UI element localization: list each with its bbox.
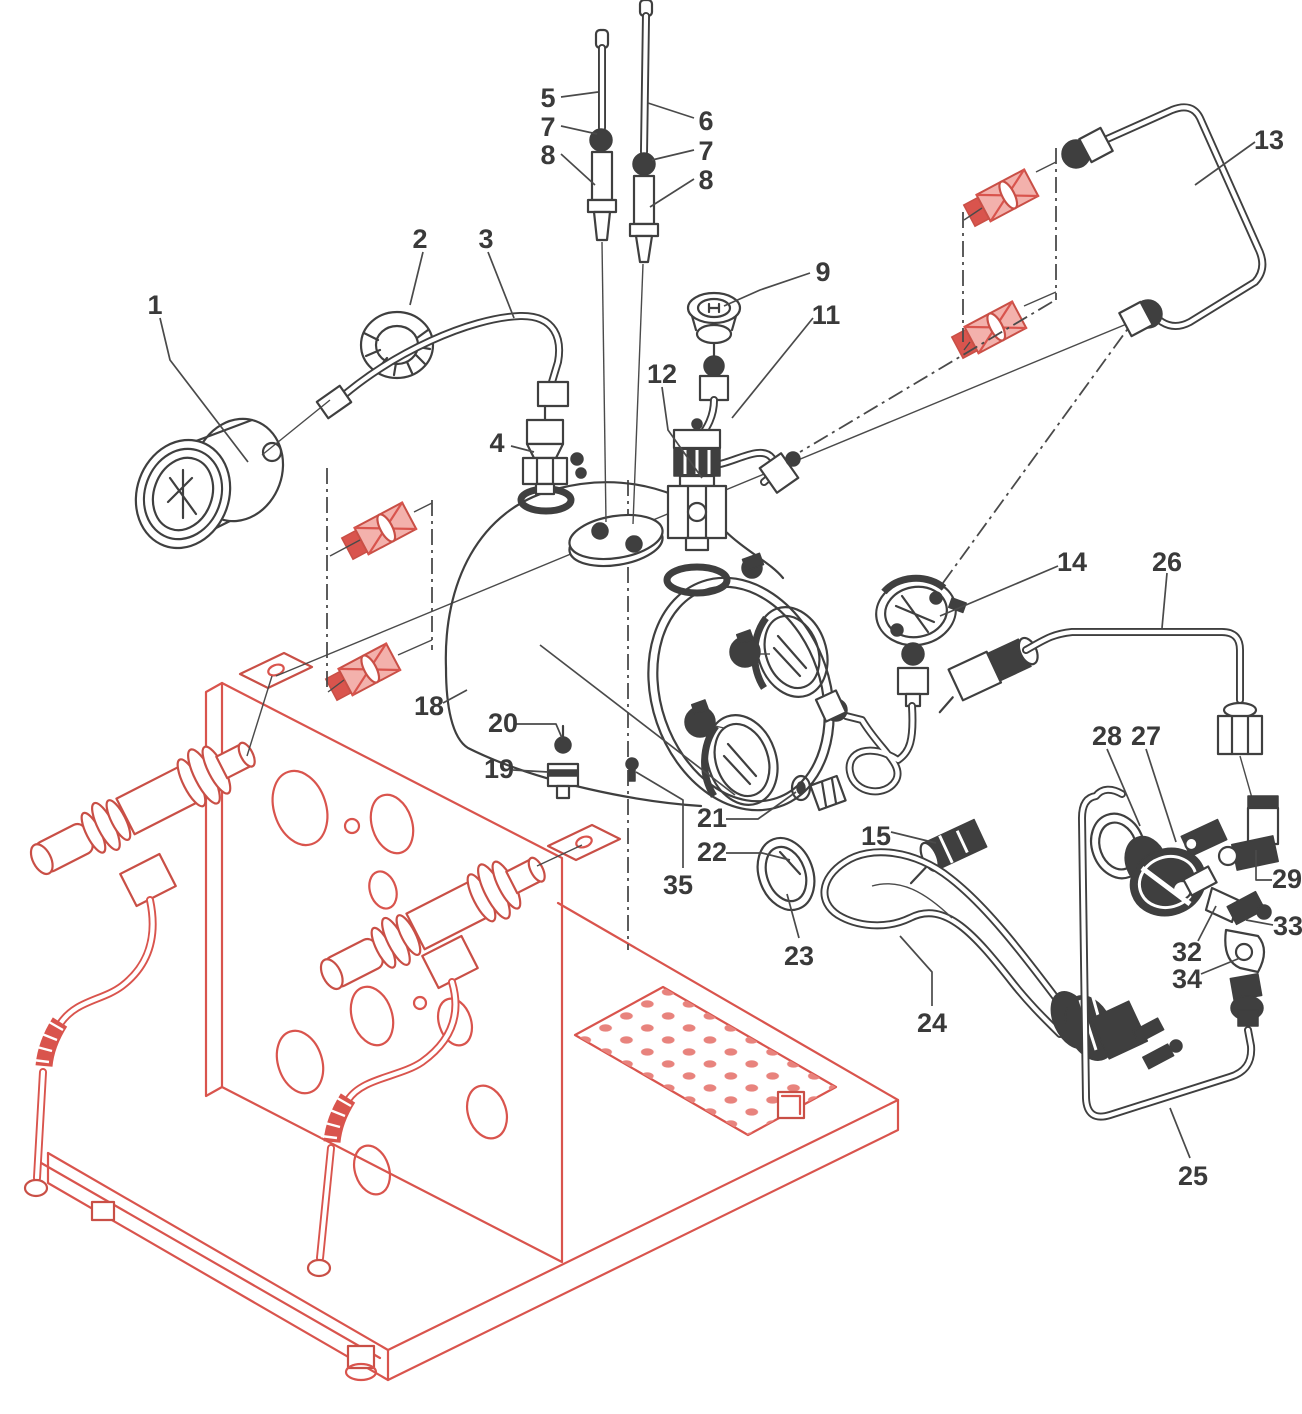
suction-tube-long: [628, 0, 660, 525]
part-label-27: 27: [1131, 721, 1161, 751]
part-label-8b: 8: [698, 165, 713, 195]
gauge-fitting: [521, 404, 587, 496]
part-label-15: 15: [861, 821, 891, 851]
part-label-19: 19: [484, 754, 514, 784]
part-label-5: 5: [540, 83, 555, 113]
pressure-gauge: [134, 417, 285, 550]
part-label-24: 24: [917, 1008, 947, 1038]
part-label-18: 18: [414, 691, 444, 721]
stud-bolt-35: [625, 757, 639, 782]
cap-nut: [686, 291, 742, 345]
boiler-body: [444, 481, 835, 812]
part-label-22: 22: [697, 837, 727, 867]
part-label-34: 34: [1172, 964, 1202, 994]
part-label-8a: 8: [540, 140, 555, 170]
panel-holes: [271, 769, 509, 1196]
part-label-9: 9: [815, 257, 830, 287]
part-label-7a: 7: [540, 112, 555, 142]
part-label-28: 28: [1092, 721, 1122, 751]
part-label-25: 25: [1178, 1161, 1208, 1191]
part-label-35: 35: [663, 870, 693, 900]
elbow-chain-32-33-34: [1182, 865, 1272, 1027]
u-pipe-25: [1078, 785, 1256, 1121]
construction-lines: [275, 148, 1147, 950]
part-label-32: 32: [1172, 937, 1202, 967]
small-fitting-20: [554, 724, 572, 754]
elbow-29: [1180, 795, 1280, 871]
part-label-2: 2: [412, 224, 427, 254]
valve-body-27: [1124, 835, 1207, 917]
part-label-4: 4: [489, 428, 504, 458]
red-fitting-3: [962, 168, 1040, 228]
gauge-pipe: [261, 311, 570, 456]
part-label-12: 12: [647, 359, 677, 389]
part-label-23: 23: [784, 941, 814, 971]
part-label-3: 3: [478, 224, 493, 254]
washer-21: [790, 774, 812, 802]
small-fitting-19: [546, 762, 580, 800]
part-label-11: 11: [812, 300, 841, 330]
leader-lines: [159, 91, 1274, 1159]
steam-valve-assembly-right: [306, 844, 583, 1278]
part-labels: 1 2 3 4 5 7 8 6 7 8 9 11 12 13 14 26 18 …: [147, 83, 1302, 1191]
part-label-21: 21: [697, 803, 727, 833]
heating-element: [820, 848, 1183, 1070]
bent-pipe-13: [1061, 103, 1267, 338]
red-fitting-2: [324, 642, 402, 702]
red-fitting-4: [950, 300, 1028, 360]
suction-tube-short: [586, 28, 618, 523]
safety-valve: [666, 418, 765, 579]
red-fitting-1: [340, 501, 418, 561]
gasket-23: [756, 836, 816, 912]
part-label-13: 13: [1254, 125, 1284, 155]
part-label-20: 20: [488, 708, 518, 738]
part-label-1: 1: [147, 290, 162, 320]
valve-flange-14: [875, 574, 967, 708]
coiled-tube-15: [814, 689, 988, 885]
part-label-6: 6: [698, 106, 713, 136]
steam-valve-assembly-left: [23, 675, 273, 1198]
part-label-33: 33: [1273, 911, 1302, 941]
part-label-29: 29: [1272, 864, 1302, 894]
pipe-26: [938, 628, 1264, 799]
part-label-26: 26: [1152, 547, 1182, 577]
part-label-14: 14: [1057, 547, 1087, 577]
part-label-7b: 7: [698, 136, 713, 166]
chassis-frame: [34, 651, 900, 1382]
plug-22: [809, 774, 847, 812]
